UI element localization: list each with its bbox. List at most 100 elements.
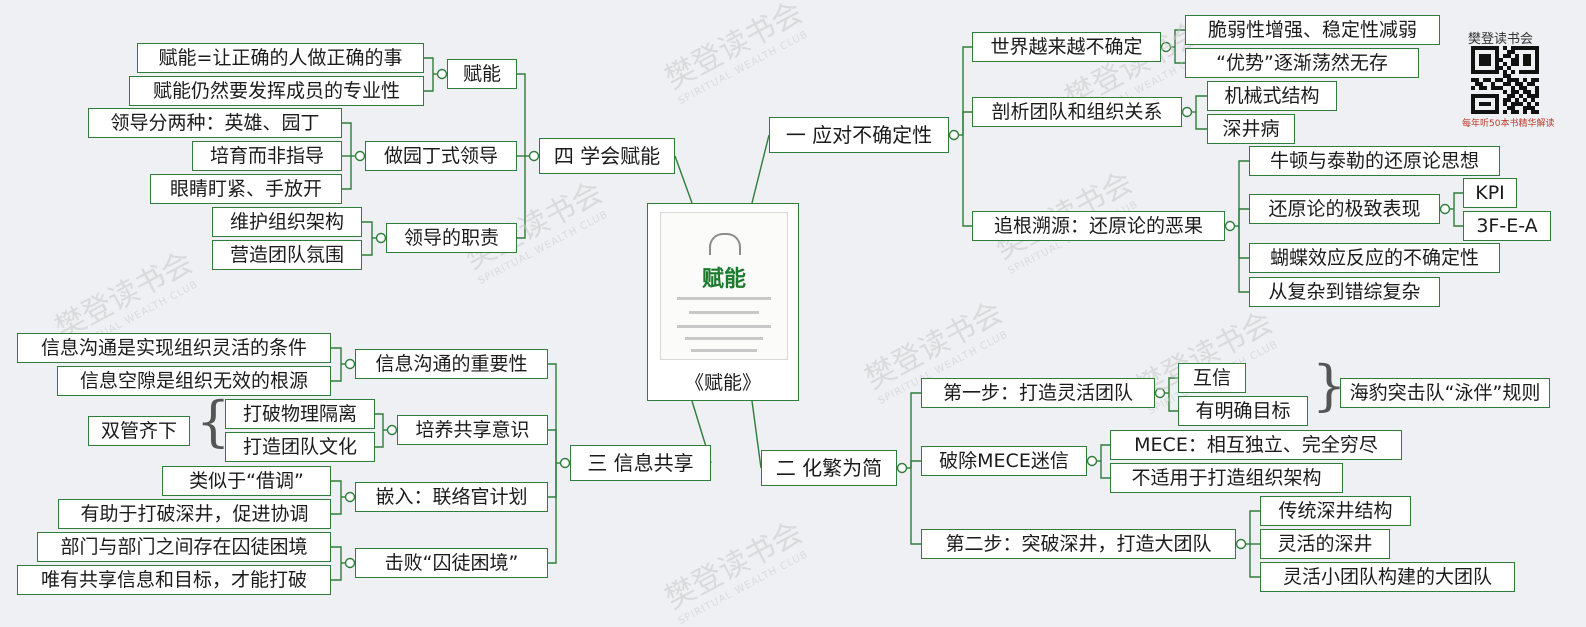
topic-leader-duties[interactable]: 领导的职责 bbox=[386, 223, 517, 253]
topic-communication[interactable]: 信息沟通的重要性 bbox=[355, 349, 548, 379]
node-joint bbox=[344, 358, 356, 370]
leaf[interactable]: 类似于“借调” bbox=[162, 466, 331, 496]
node-joint bbox=[436, 68, 448, 80]
leaf[interactable]: 赋能=让正确的人做正确的事 bbox=[137, 43, 424, 73]
topic-big-team[interactable]: 第二步：突破深井，打造大团队 bbox=[921, 529, 1236, 559]
leaf[interactable]: MECE：相互独立、完全穷尽 bbox=[1110, 430, 1402, 460]
leaf[interactable]: 牛顿与泰勒的还原论思想 bbox=[1249, 146, 1500, 176]
connector bbox=[331, 497, 342, 515]
node-joint bbox=[1439, 203, 1451, 215]
note-two-pronged[interactable]: 双管齐下 bbox=[88, 416, 190, 446]
leaf[interactable]: 营造团队氛围 bbox=[212, 240, 362, 270]
connector bbox=[910, 460, 921, 468]
leaf[interactable]: 还原论的极致表现 bbox=[1249, 194, 1440, 224]
connector bbox=[1238, 226, 1249, 259]
connector bbox=[1238, 226, 1249, 293]
connector bbox=[517, 73, 526, 156]
leaf[interactable]: 从复杂到错综复杂 bbox=[1249, 277, 1440, 307]
leaf[interactable]: 有明确目标 bbox=[1178, 396, 1308, 426]
branch-empowerment[interactable]: 四 学会赋能 bbox=[539, 138, 675, 174]
leaf[interactable]: 有助于打破深井，促进协调 bbox=[58, 499, 331, 529]
branch-info-sharing[interactable]: 三 信息共享 bbox=[570, 445, 711, 481]
node-joint bbox=[528, 150, 540, 162]
branch-simplify[interactable]: 二 化繁为简 bbox=[761, 450, 897, 486]
branch-cope-uncertainty[interactable]: 一 应对不确定性 bbox=[769, 117, 949, 153]
leaf[interactable]: 打造团队文化 bbox=[225, 432, 375, 462]
connector bbox=[1453, 209, 1463, 227]
leaf[interactable]: 部门与部门之间存在囚徒困境 bbox=[37, 532, 331, 562]
leaf[interactable]: 信息沟通是实现组织灵活的条件 bbox=[17, 333, 331, 363]
node-joint bbox=[1181, 106, 1193, 118]
leaf[interactable]: 传统深井结构 bbox=[1260, 496, 1411, 526]
topic-team-org[interactable]: 剖析团队和组织关系 bbox=[972, 97, 1182, 127]
leaf[interactable]: 领导分两种：英雄、园丁 bbox=[88, 108, 342, 138]
connector bbox=[375, 430, 384, 448]
node-joint bbox=[354, 150, 366, 162]
topic-empower[interactable]: 赋能 bbox=[447, 59, 517, 89]
connector bbox=[1100, 461, 1110, 479]
leaf[interactable]: 脆弱性增强、稳定性减弱 bbox=[1185, 15, 1440, 45]
connector bbox=[910, 468, 921, 545]
topic-gardener-leader[interactable]: 做园丁式领导 bbox=[365, 141, 517, 171]
node-joint bbox=[1235, 538, 1247, 550]
qr-caption: 每年听50本书精华解读 bbox=[1462, 119, 1555, 129]
leaf[interactable]: 机械式结构 bbox=[1207, 81, 1337, 111]
topic-world-uncertain[interactable]: 世界越来越不确定 bbox=[972, 32, 1161, 62]
leaf-3fea[interactable]: 3F-E-A bbox=[1463, 211, 1551, 241]
connector bbox=[548, 429, 557, 463]
leaf[interactable]: 眼睛盯紧、手放开 bbox=[150, 174, 342, 204]
leaf[interactable]: 打破物理隔离 bbox=[225, 399, 375, 429]
topic-shared-awareness[interactable]: 培养共享意识 bbox=[397, 415, 548, 445]
connector bbox=[331, 563, 342, 581]
leaf[interactable]: 深井病 bbox=[1207, 114, 1295, 144]
connector bbox=[1249, 544, 1260, 578]
node-joint bbox=[1154, 387, 1166, 399]
connector bbox=[1249, 510, 1260, 544]
topic-prisoners-dilemma[interactable]: 击败“囚徒困境” bbox=[355, 548, 548, 578]
connector bbox=[1453, 192, 1463, 209]
connector bbox=[424, 74, 434, 92]
book-cover-node[interactable]: 赋能 《赋能》 bbox=[647, 203, 799, 401]
connector bbox=[362, 221, 373, 238]
topic-liaison[interactable]: 嵌入：联络官计划 bbox=[355, 482, 548, 512]
topic-mece[interactable]: 破除MECE迷信 bbox=[921, 446, 1087, 476]
book-title: 赋能 bbox=[701, 267, 746, 292]
connector bbox=[910, 392, 921, 468]
node-joint bbox=[386, 424, 398, 436]
node-joint bbox=[559, 457, 571, 469]
leaf[interactable]: 信息空隙是组织无效的根源 bbox=[57, 366, 331, 396]
leaf[interactable]: 唯有共享信息和目标，才能打破 bbox=[17, 565, 331, 595]
connector bbox=[1238, 160, 1249, 226]
book-cover-image: 赋能 bbox=[660, 212, 788, 360]
leaf[interactable]: 灵活的深井 bbox=[1260, 529, 1390, 559]
topic-agile-team[interactable]: 第一步：打造灵活团队 bbox=[921, 378, 1155, 408]
connector bbox=[342, 122, 352, 156]
leaf[interactable]: 不适用于打造组织架构 bbox=[1110, 463, 1343, 493]
leaf[interactable]: “优势”逐渐荡然无存 bbox=[1185, 48, 1419, 78]
leaf[interactable]: 维护组织架构 bbox=[212, 207, 362, 237]
qr-code-icon bbox=[1471, 46, 1539, 114]
connector bbox=[375, 413, 384, 430]
node-joint bbox=[344, 557, 356, 569]
leaf[interactable]: 蝴蝶效应反应的不确定性 bbox=[1249, 243, 1500, 273]
connector bbox=[1168, 377, 1178, 393]
note-seal-swim-buddy[interactable]: 海豹突击队“泳伴”规则 bbox=[1340, 378, 1550, 408]
connector bbox=[548, 363, 557, 463]
leaf-kpi[interactable]: KPI bbox=[1463, 178, 1517, 208]
node-joint bbox=[1086, 455, 1098, 467]
connector bbox=[751, 134, 770, 204]
book-caption: 《赋能》 bbox=[684, 372, 761, 394]
leaf[interactable]: 灵活小团队构建的大团队 bbox=[1260, 562, 1515, 592]
connector bbox=[1174, 47, 1185, 64]
leaf[interactable]: 互信 bbox=[1178, 363, 1246, 393]
connector bbox=[962, 111, 972, 135]
leaf[interactable]: 赋能仍然要发挥成员的专业性 bbox=[129, 76, 424, 106]
connector bbox=[548, 463, 557, 498]
node-joint bbox=[1224, 220, 1236, 232]
leaf[interactable]: 培育而非指导 bbox=[192, 141, 342, 171]
connector bbox=[342, 156, 352, 190]
connector bbox=[517, 156, 526, 239]
connector bbox=[751, 400, 762, 469]
connector bbox=[962, 135, 972, 227]
topic-reductionism[interactable]: 追根溯源：还原论的恶果 bbox=[972, 211, 1225, 241]
